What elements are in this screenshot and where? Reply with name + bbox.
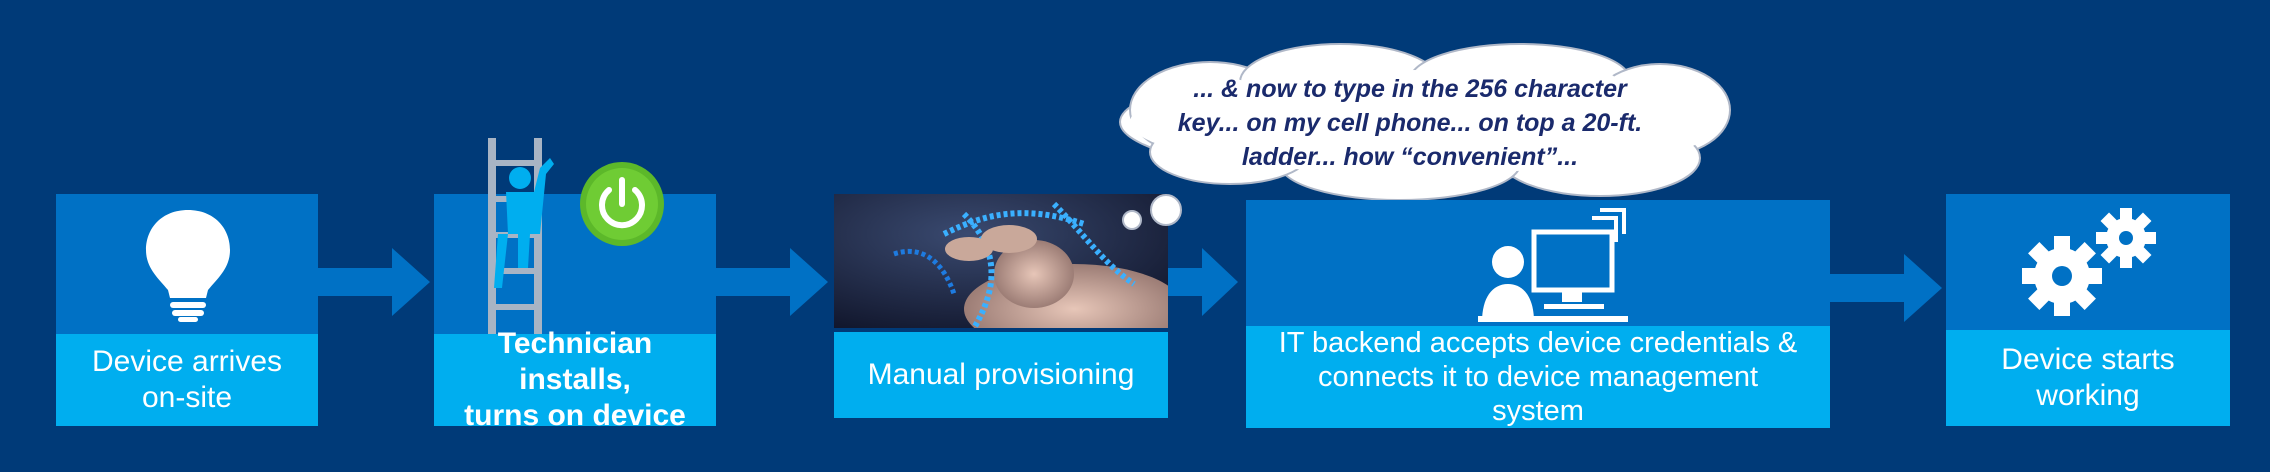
- step-3-label: Manual provisioning: [834, 332, 1168, 418]
- step-5-label: Device starts working: [1946, 330, 2230, 426]
- ladder-technician-icon: [488, 138, 554, 334]
- thought-bubble: [1119, 43, 1731, 230]
- thought-bubble-text: ... & now to type in the 256 character k…: [1177, 75, 1643, 171]
- technician-photo: [834, 194, 1168, 328]
- step-4-label: IT backend accepts device credentials & …: [1246, 326, 1830, 428]
- power-button-icon: [580, 162, 664, 246]
- user-computer-icon: [1478, 208, 1628, 322]
- step-2-label: Technician installs, turns on device: [434, 327, 716, 432]
- arrow-1: [318, 248, 430, 316]
- arrow-3: [1168, 248, 1238, 316]
- gears-icon: [2022, 208, 2156, 316]
- step-1-label: Device arrives on-site: [56, 334, 318, 426]
- arrow-4: [1830, 254, 1942, 322]
- lightbulb-icon: [146, 210, 230, 322]
- arrow-2: [716, 248, 828, 316]
